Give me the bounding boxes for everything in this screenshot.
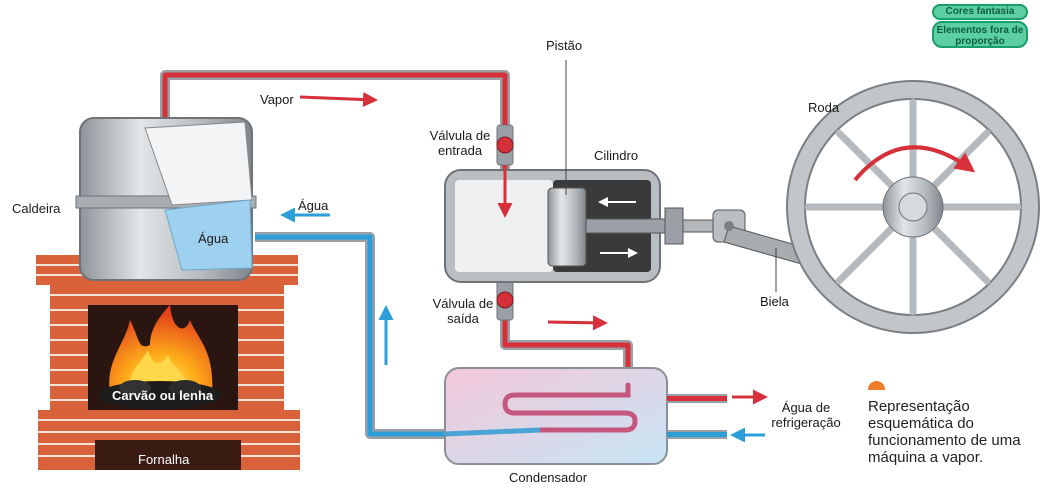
label-furnace: Fornalha xyxy=(138,452,190,467)
label-outlet-valve: Válvula de saída xyxy=(432,296,494,326)
wheel xyxy=(786,80,1040,334)
label-wheel: Roda xyxy=(808,100,840,115)
label-water-top: Água xyxy=(298,198,329,213)
vapor-flow-arrow xyxy=(299,92,378,108)
fire xyxy=(98,305,222,409)
label-coal-wood: Carvão ou lenha xyxy=(112,388,214,403)
figure-caption: Representação esquemática do funcionamen… xyxy=(868,398,1021,466)
cylinder xyxy=(444,169,677,283)
label-water-boiler: Água xyxy=(198,231,229,246)
label-cylinder: Cilindro xyxy=(594,148,639,163)
caption-marker xyxy=(868,381,885,390)
label-piston: Pistão xyxy=(546,38,583,53)
exhaust-flow-arrow xyxy=(547,315,608,331)
inlet-valve xyxy=(496,124,514,166)
boiler xyxy=(75,117,257,281)
badge-out-of-proportion: Elementos fora de proporção xyxy=(932,21,1028,48)
label-cooling-water: Água de refrigeração xyxy=(771,400,841,430)
label-inlet-valve: Válvula de entrada xyxy=(429,128,491,158)
label-vapor: Vapor xyxy=(260,92,294,107)
badge-fantasy-colors: Cores fantasia xyxy=(932,4,1028,20)
outlet-valve xyxy=(496,279,514,321)
label-condenser: Condensador xyxy=(509,470,588,485)
condenser xyxy=(444,367,727,465)
label-boiler: Caldeira xyxy=(12,201,61,216)
label-connecting-rod: Biela xyxy=(760,294,789,309)
